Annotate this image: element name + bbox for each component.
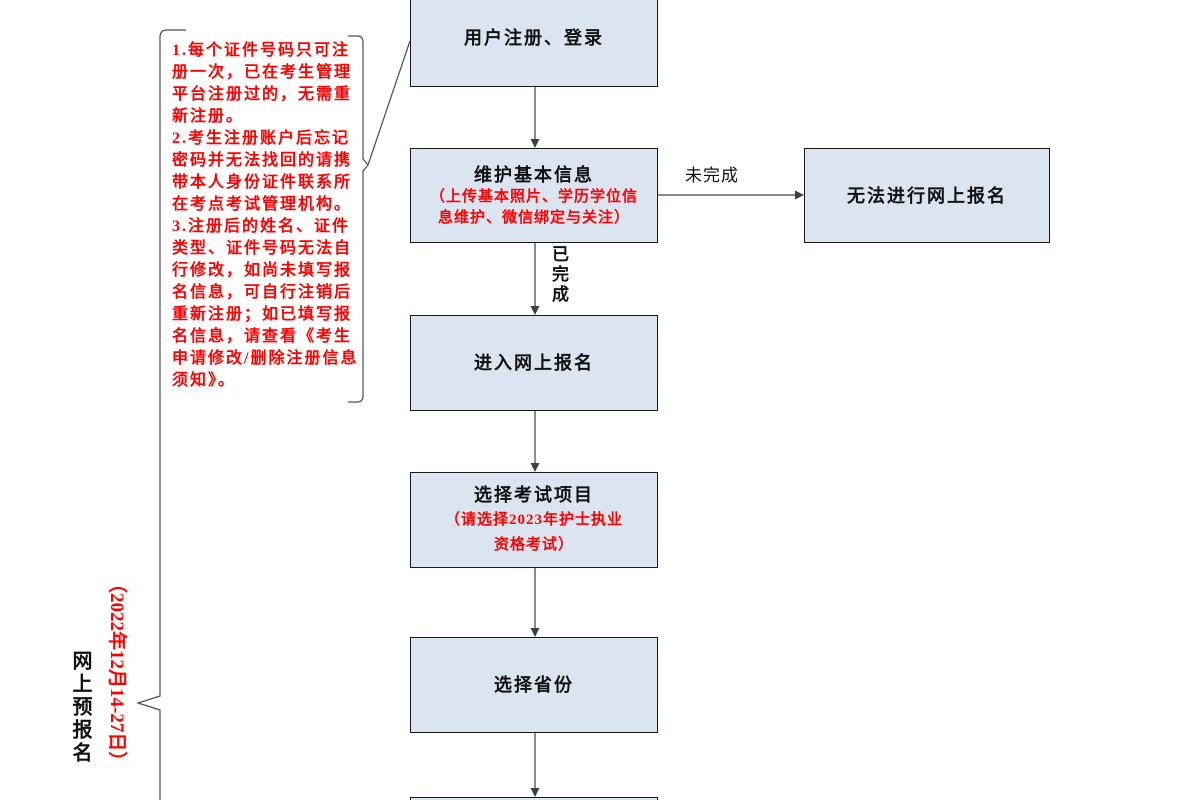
phase-name: 网上预报名 [69,650,91,765]
arrow-head [530,139,540,148]
node-title: 用户注册、登录 [464,28,604,48]
arrow-head [530,463,540,472]
node-title: 进入网上报名 [474,353,594,373]
registration-note-line: 册一次，已在考生管理 [172,64,353,81]
registration-note-line: 重新注册；如已填写报 [172,306,353,323]
arrow-enter-apply-to-select-exam [530,411,540,472]
arrow-maintain-to-enter-apply [530,243,540,315]
arrow-head [530,628,540,637]
node-register: 用户注册、登录 [410,0,658,87]
node-maintain-info: 维护基本信息 （上传基本照片、学历学位信 息维护、微信绑定与关注） [410,148,658,243]
registration-note-line: 行修改，如尚未填写报 [172,262,353,279]
node-title: 选择省份 [494,675,574,695]
registration-note-line: 2.考生注册账户后忘记 [172,130,351,147]
node-note-line: （上传基本照片、学历学位信 [429,188,638,205]
registration-note-line: 申请修改/删除注册信息 [172,350,359,367]
edge-label-incomplete: 未完成 [685,166,739,185]
registration-note-line: 带本人身份证件联系所 [172,174,353,191]
node-next-step-partial [410,797,658,800]
arrow-head [795,190,804,200]
node-note-line: （请选择2023年护士执业 [444,512,623,528]
arrow-register-to-maintain [530,86,540,148]
node-title: 无法进行网上报名 [847,185,1007,206]
node-select-exam: 选择考试项目 （请选择2023年护士执业 资格考试） [410,472,658,568]
registration-note-line: 须知》。 [172,372,237,389]
registration-note-line: 密码并无法找回的请携 [172,152,353,169]
node-select-province: 选择省份 [410,637,658,733]
node-note-line: 息维护、微信绑定与关注） [437,209,630,226]
registration-note-line: 3.注册后的姓名、证件 [172,218,351,235]
registration-note-line: 1.每个证件号码只可注 [172,42,351,59]
phase-left-brace [136,29,186,800]
node-title: 维护基本信息 [474,164,594,185]
node-enter-apply: 进入网上报名 [410,315,658,411]
arrow-head [530,788,540,797]
arrow-select-province-to-next [530,733,540,797]
edge-label-completed: 已完成 [549,245,568,305]
node-note-line: 资格考试） [493,537,574,553]
registration-note-line: 名信息，请查看《考生 [172,328,353,345]
registration-note-line: 在考点考试管理机构。 [172,196,353,213]
phase-dates: （2022年12月14-27日） [106,574,127,771]
registration-note-line: 新注册。 [172,108,245,125]
node-cannot-apply: 无法进行网上报名 [804,148,1050,243]
node-title: 选择考试项目 [474,485,594,505]
registration-note-line: 平台注册过的，无需重 [172,86,353,103]
arrow-select-exam-to-select-province [530,568,540,637]
arrow-maintain-to-cannot-apply [658,190,804,200]
registration-note-line: 类型、证件号码无法自 [172,240,353,257]
registration-note-line: 名信息，可自行注销后 [172,284,353,301]
arrow-head [530,306,540,315]
notes-to-register-connector [367,40,411,166]
registration-notes: 1.每个证件号码只可注 册一次，已在考生管理 平台注册过的，无需重 新注册。 2… [172,40,358,392]
